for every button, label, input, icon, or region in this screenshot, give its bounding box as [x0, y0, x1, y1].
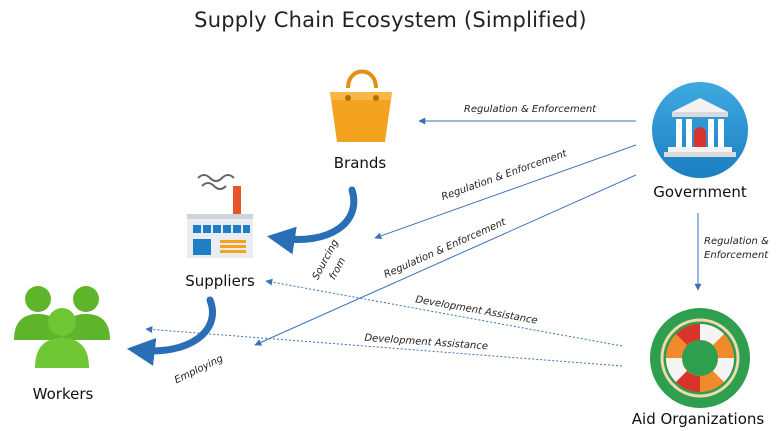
- node-label-aid-organizations: Aid Organizations: [631, 410, 765, 428]
- people-group-icon: [14, 286, 110, 368]
- edge-gov-aid: Regulation & Enforcement: [694, 213, 769, 291]
- node-label-workers: Workers: [32, 385, 94, 403]
- node-label-government: Government: [653, 183, 747, 201]
- edge-label-gov-aid-line2: Enforcement: [704, 250, 769, 261]
- node-label-suppliers: Suppliers: [185, 272, 255, 290]
- node-label-brands: Brands: [333, 154, 387, 172]
- edge-label-gov-brands: Regulation & Enforcement: [464, 104, 597, 115]
- edge-label-gov-workers: Regulation & Enforcement: [382, 216, 508, 280]
- edge-label-gov-aid-line1: Regulation &: [704, 236, 769, 247]
- edge-label-employing: Employing: [173, 353, 225, 386]
- edge-gov-brands: Regulation & Enforcement: [418, 104, 636, 125]
- shopping-bag-icon: [330, 69, 392, 142]
- edge-label-aid-workers: Development Assistance: [364, 333, 488, 353]
- edge-suppliers-workers: Employing: [126, 296, 225, 386]
- life-ring-icon: [650, 308, 750, 408]
- diagram-title: Supply Chain Ecosystem (Simplified): [194, 8, 587, 32]
- edge-brands-suppliers: Sourcing from: [266, 186, 358, 282]
- factory-icon: [187, 174, 253, 258]
- edge-label-aid-suppliers: Development Assistance: [415, 294, 539, 326]
- government-building-icon: [652, 82, 748, 178]
- edge-aid-suppliers: Development Assistance: [265, 278, 623, 347]
